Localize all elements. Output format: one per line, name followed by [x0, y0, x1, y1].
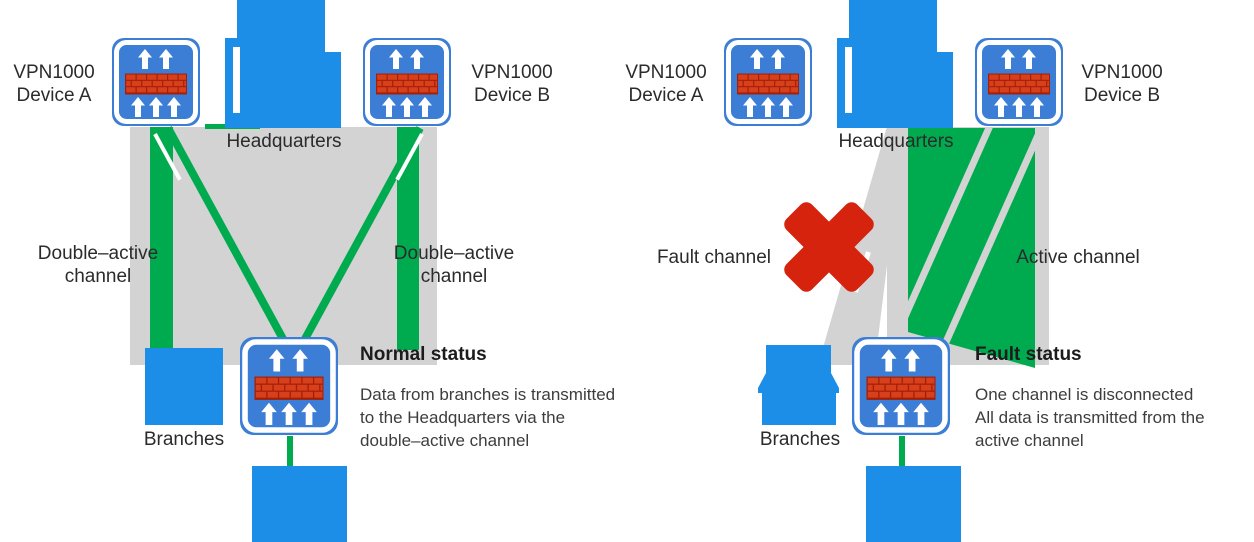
device-b-label: VPN1000 Device B — [1081, 62, 1163, 106]
double-active-channel-left-bar — [150, 127, 173, 348]
branches-label: Branches — [759, 429, 841, 450]
fault-status-description: One channel is disconnected All data is … — [975, 385, 1205, 450]
branches-building-icon — [145, 348, 223, 425]
branches-label: Branches — [143, 429, 225, 450]
branch-downlink — [287, 436, 293, 466]
fault-status-title: Fault status — [975, 344, 1082, 365]
device-b-label: VPN1000 Device B — [471, 62, 553, 106]
normal-gray-backdrop — [130, 127, 437, 365]
headquarters-label: Headquarters — [838, 131, 954, 152]
active-channel-bar — [908, 128, 1035, 368]
active-channel-label: Active channel — [1016, 247, 1140, 268]
fault-x-icon — [780, 198, 878, 296]
device-a-label: VPN1000 Device A — [625, 62, 707, 106]
branch-lan-icon — [252, 466, 347, 542]
double-active-channel-right-label: Double–active channel — [393, 243, 515, 287]
vpn-device-b-icon — [363, 38, 451, 126]
branch-vpn-device-icon — [240, 337, 338, 435]
branch-lan-icon — [866, 466, 961, 542]
double-active-channel-left-label: Double–active channel — [37, 243, 159, 287]
double-active-channel-right-bar — [397, 127, 419, 350]
headquarters-building-icon — [837, 0, 954, 128]
vpn-device-b-icon — [975, 38, 1063, 126]
headquarters-building-icon — [225, 0, 342, 128]
device-a-label: VPN1000 Device A — [13, 62, 95, 106]
fault-channel-label: Fault channel — [656, 247, 772, 268]
headquarters-label: Headquarters — [226, 131, 342, 152]
vpn-device-a-icon — [724, 38, 812, 126]
vpn-device-a-icon — [112, 38, 200, 126]
branch-downlink — [899, 436, 905, 466]
normal-status-title: Normal status — [360, 344, 487, 365]
branches-house-icon — [758, 345, 839, 425]
normal-status-description: Data from branches is transmitted to the… — [360, 385, 616, 450]
branch-vpn-device-icon — [852, 337, 950, 435]
